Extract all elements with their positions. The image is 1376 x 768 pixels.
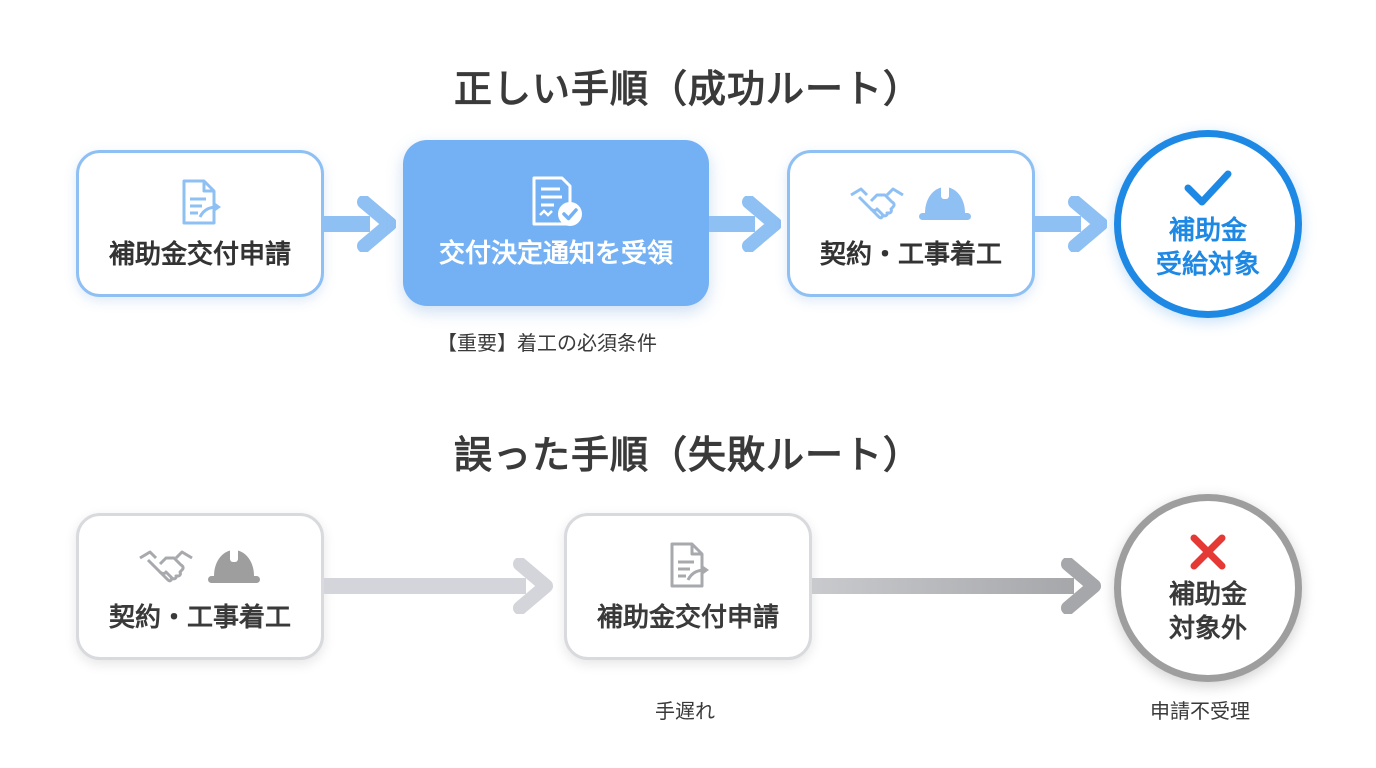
hard-hat-icon (919, 184, 971, 220)
late-note: 手遅れ (655, 699, 715, 723)
success-step-contract-construction: 契約・工事着工 (787, 150, 1035, 297)
flow-arrow (1035, 196, 1107, 252)
rejected-note: 申請不受理 (1150, 699, 1250, 723)
step-label: 交付決定通知を受領 (438, 239, 673, 269)
step-label: 補助金交付申請 (596, 602, 779, 633)
success-step-grant-application: 補助金交付申請 (76, 150, 324, 297)
failure-route-title: 誤った手順（失敗ルート） (453, 433, 922, 477)
cross-icon (1190, 534, 1226, 570)
handshake-icon (850, 187, 904, 219)
success-route-title: 正しい手順（成功ルート） (453, 67, 922, 111)
hard-hat-icon (208, 547, 260, 583)
document-check-icon (532, 176, 582, 226)
step-label: 契約・工事着工 (108, 602, 291, 633)
result-label-line2: 受給対象 (1155, 250, 1260, 280)
success-step-grant-decision-received: 交付決定通知を受領 (403, 140, 709, 306)
flow-arrow (324, 196, 396, 252)
result-label-line1: 補助金 (1168, 580, 1247, 610)
flow-arrow (324, 558, 553, 614)
checkmark-icon (1184, 170, 1232, 206)
document-send-icon (182, 179, 221, 224)
result-label-line2: 対象外 (1168, 614, 1247, 644)
success-result-eligible: 補助金 受給対象 (1114, 130, 1302, 318)
result-label-line1: 補助金 (1168, 216, 1247, 246)
failure-step-contract-construction: 契約・工事着工 (76, 513, 324, 660)
handshake-icon (139, 550, 193, 582)
step-label: 契約・工事着工 (819, 239, 1002, 270)
step-label: 補助金交付申請 (108, 239, 291, 270)
flow-arrow (812, 558, 1101, 614)
flow-arrow (709, 196, 781, 252)
failure-step-grant-application: 補助金交付申請 (564, 513, 812, 660)
document-send-icon (670, 542, 709, 587)
important-note: 【重要】着工の必須条件 (437, 331, 657, 355)
failure-result-ineligible: 補助金 対象外 (1114, 494, 1302, 682)
